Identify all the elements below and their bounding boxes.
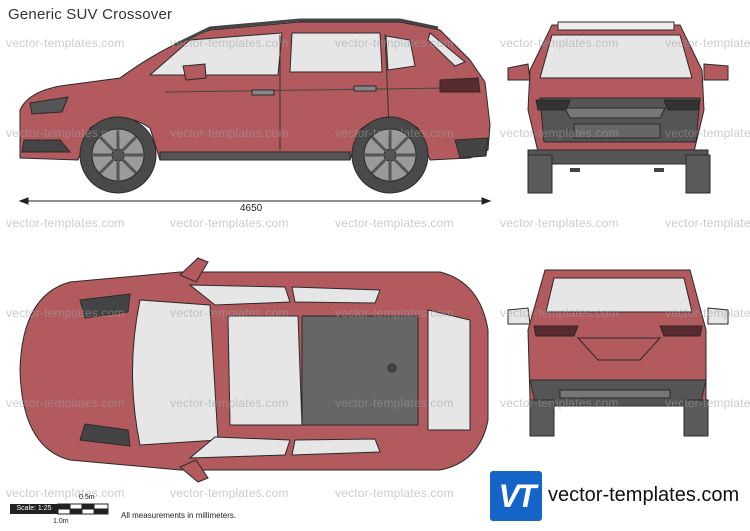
front-windshield bbox=[539, 34, 693, 79]
page-title: Generic SUV Crossover bbox=[8, 6, 173, 23]
vt-logo: VT bbox=[490, 471, 542, 521]
scale-bar bbox=[57, 503, 109, 515]
measurement-note: All measurements in millimeters. bbox=[121, 511, 237, 520]
top-sunroof-front bbox=[227, 315, 303, 426]
top-windshield bbox=[132, 299, 219, 446]
site-name: vector-templates.com bbox=[548, 484, 740, 506]
rear-view bbox=[507, 269, 729, 437]
scale-full-label: 1.0m bbox=[53, 518, 69, 525]
side-window-front bbox=[148, 32, 283, 76]
side-view bbox=[19, 18, 491, 194]
top-view bbox=[19, 257, 489, 483]
scale-half-label: 0.5m bbox=[79, 494, 95, 501]
length-dimension-label: 4650 bbox=[240, 203, 263, 214]
rear-window bbox=[545, 277, 693, 313]
front-view bbox=[507, 21, 729, 194]
top-roof-panel bbox=[301, 315, 419, 426]
scale-label: Scale: 1:25 bbox=[10, 504, 58, 514]
side-wheel-rear bbox=[351, 116, 429, 194]
side-window-quarter bbox=[385, 35, 416, 71]
side-window-rear bbox=[289, 32, 383, 73]
side-wheel-front bbox=[79, 116, 157, 194]
length-dimension bbox=[18, 197, 492, 205]
top-rear-window bbox=[427, 309, 471, 431]
